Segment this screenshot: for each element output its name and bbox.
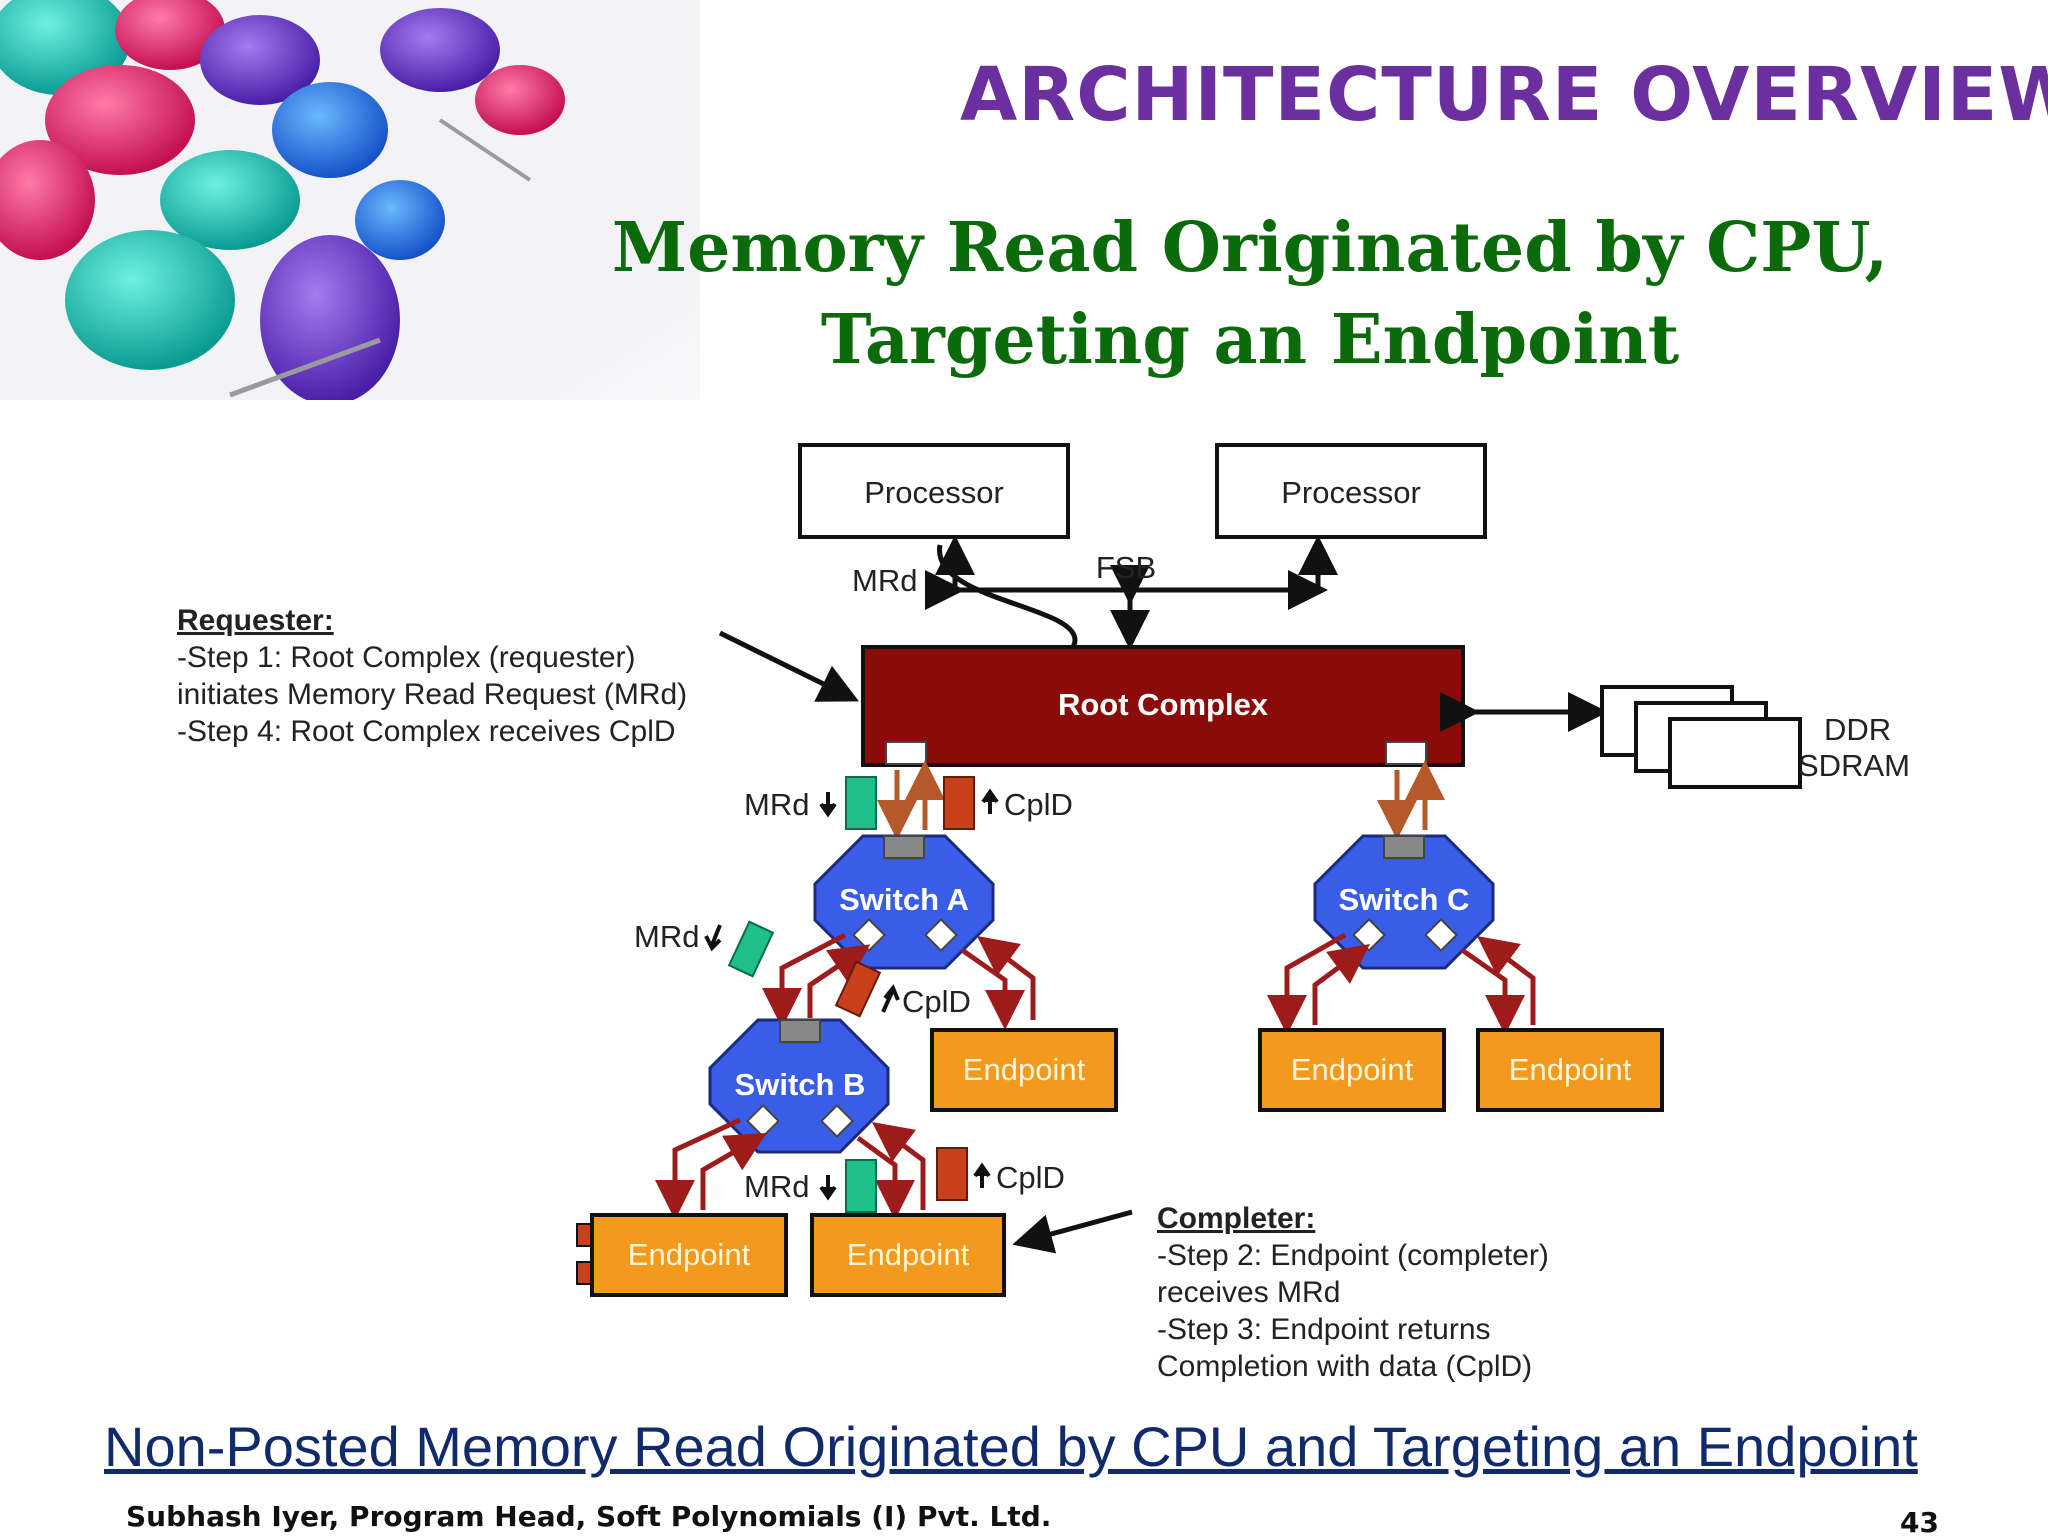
root-complex-label: Root Complex (1058, 687, 1269, 722)
completer-line-4: Completion with data (CplD) (1157, 1350, 1532, 1383)
mrd-packet-rc (845, 776, 877, 830)
mrd-top-label: MRd (852, 563, 917, 598)
root-complex: Root Complex (861, 645, 1465, 767)
endpoint-switch-b-1: Endpoint (576, 1213, 788, 1297)
cpld-sb-label: CplD (996, 1160, 1065, 1195)
requester-note: Requester: -Step 1: Root Complex (reques… (177, 604, 687, 748)
header-title: ARCHITECTURE OVERVIEW (960, 52, 2048, 138)
push-pins-image (0, 0, 760, 480)
ddr-sdram-stack (1600, 685, 1802, 789)
links-switch-c-down (1267, 932, 1536, 1035)
switch-c-label: Switch C (1339, 882, 1470, 917)
requester-line-2: initiates Memory Read Request (MRd) (177, 678, 687, 711)
switch-a-label: Switch A (839, 882, 969, 917)
links-switch-a-down (762, 932, 1036, 1030)
switch-b: Switch B (708, 1018, 890, 1154)
processor-right: Processor (1215, 443, 1487, 539)
caption-link[interactable]: Non-Posted Memory Read Originated by CPU… (104, 1415, 1918, 1478)
link-rc-switch-c (1377, 760, 1445, 840)
switch-a: Switch A (813, 834, 995, 970)
endpoint-switch-b-2-label: Endpoint (847, 1237, 970, 1272)
links-switch-b-down (655, 1117, 926, 1220)
completer-line-3: -Step 3: Endpoint returns (1157, 1313, 1491, 1346)
cpld-packet-sa (834, 960, 882, 1018)
requester-line-1: -Step 1: Root Complex (requester) (177, 641, 636, 674)
completer-note: Completer: -Step 2: Endpoint (completer)… (1157, 1202, 1549, 1383)
cpld-packet-rc (943, 776, 975, 830)
sdram-label: SDRAM (1798, 748, 1910, 783)
completer-pointer (1012, 1209, 1133, 1254)
switch-b-label: Switch B (735, 1067, 866, 1102)
requester-pointer (718, 630, 859, 702)
endpoint-switch-c-2-label: Endpoint (1509, 1052, 1632, 1087)
endpoint-switch-c-1-label: Endpoint (1291, 1052, 1414, 1087)
processor-left-label: Processor (864, 475, 1004, 510)
completer-line-1: -Step 2: Endpoint (completer) (1157, 1239, 1549, 1272)
endpoint-switch-c-2: Endpoint (1476, 1028, 1664, 1112)
subtitle-line-2: Targeting an Endpoint (820, 300, 1680, 380)
cpld-packet-sb (936, 1147, 968, 1201)
page-number: 43 (1900, 1506, 1939, 1539)
down-arrow-icon (819, 1175, 837, 1201)
mrd-packet-sb (845, 1159, 877, 1213)
endpoint-switch-a-label: Endpoint (963, 1052, 1086, 1087)
mrd-rc-label: MRd (744, 787, 809, 822)
subtitle-line-1: Memory Read Originated by CPU, (611, 208, 1889, 288)
fsb-label: FSB (1096, 550, 1156, 585)
switch-c: Switch C (1313, 834, 1495, 970)
cpld-rc-label: CplD (1004, 787, 1073, 822)
up-arrow-icon (981, 788, 999, 814)
up-arrow-icon (973, 1162, 991, 1188)
completer-line-2: receives MRd (1157, 1276, 1340, 1309)
requester-line-3: -Step 4: Root Complex receives CplD (177, 715, 676, 748)
endpoint-switch-b-2: Endpoint (810, 1213, 1006, 1297)
endpoint-switch-c-1: Endpoint (1258, 1028, 1446, 1112)
mrd-sb-label: MRd (744, 1169, 809, 1204)
link-rc-switch-a (877, 760, 945, 840)
mrd-sa-label: MRd (634, 919, 699, 954)
up-arrow-icon (881, 984, 900, 1013)
processor-right-label: Processor (1281, 475, 1421, 510)
ddr-label: DDR (1824, 712, 1891, 747)
down-arrow-icon (819, 792, 837, 818)
mrd-packet-sa (727, 920, 775, 978)
down-arrow-icon (704, 924, 722, 952)
endpoint-switch-b-1-label: Endpoint (628, 1237, 751, 1272)
processor-left: Processor (798, 443, 1070, 539)
completer-heading: Completer: (1157, 1202, 1315, 1235)
footer-credit: Subhash Iyer, Program Head, Soft Polynom… (126, 1500, 1052, 1533)
endpoint-switch-a: Endpoint (930, 1028, 1118, 1112)
requester-heading: Requester: (177, 604, 334, 637)
cpld-sa-label: CplD (902, 984, 971, 1019)
